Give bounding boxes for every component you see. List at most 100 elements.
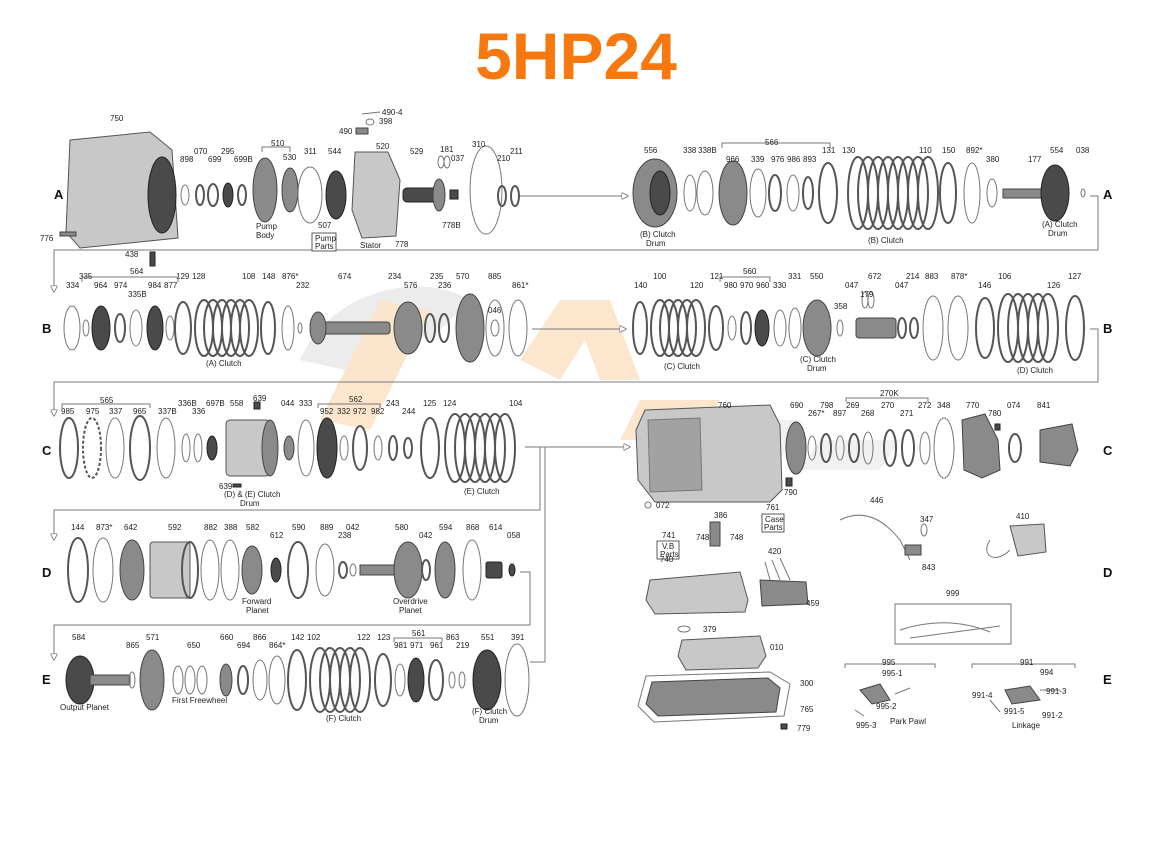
part-530: 530 [283,153,297,162]
part-980: 980 [724,281,738,290]
part-642: 642 [124,523,138,532]
row-label-e-left: E [42,672,51,687]
caption-de-clutch-drum-1: (D) & (E) Clutch [224,490,280,499]
caption-case-parts-2: Parts [764,523,783,532]
part-560: 560 [743,267,757,276]
part-843: 843 [922,563,936,572]
part-529: 529 [410,147,424,156]
part-129: 129 [176,272,190,281]
part-042b: 042 [419,531,433,540]
part-142: 142 [291,633,305,642]
part-972: 972 [353,407,367,416]
part-580: 580 [395,523,409,532]
part-123: 123 [377,633,391,642]
part-590: 590 [292,523,306,532]
pan-gasket [637,671,791,723]
part-144: 144 [71,523,85,532]
part-446: 446 [870,496,884,505]
row-label-b-right: B [1103,321,1112,336]
part-554: 554 [1050,146,1064,155]
caption-forward-planet-2: Planet [246,606,269,615]
part-047a: 047 [845,281,859,290]
row-label-d-right: D [1103,565,1112,580]
caption-first-freewheel: First Freewheel [172,696,227,705]
part-690: 690 [790,401,804,410]
part-234: 234 [388,272,402,281]
part-565: 565 [100,396,114,405]
part-271: 271 [900,409,914,418]
part-010: 010 [770,643,784,652]
oil-filter [677,635,767,671]
row-a-right-parts [632,156,1086,230]
part-558: 558 [230,399,244,408]
part-994: 994 [1040,668,1054,677]
caption-linkage: Linkage [1012,721,1041,730]
caption-vb-parts-1: V.B [662,542,674,551]
part-490-4: 490-4 [382,108,403,117]
part-332: 332 [337,407,351,416]
row-label-a-left: A [54,187,64,202]
part-179: 179 [860,290,874,299]
part-243: 243 [386,399,400,408]
part-986: 986 [787,155,801,164]
row-e-left-parts [65,643,530,717]
part-898: 898 [180,155,194,164]
part-570: 570 [456,272,470,281]
gasket [469,145,503,235]
part-131: 131 [822,146,836,155]
output-flange [1039,423,1079,467]
caption-overdrive-planet-2: Planet [399,606,422,615]
part-748b: 748 [730,533,744,542]
part-337: 337 [109,407,123,416]
part-122: 122 [357,633,371,642]
caption-d-clutch: (D) Clutch [1017,366,1053,375]
part-127: 127 [1068,272,1082,281]
stator-housing [351,151,401,239]
caption-pump-body-1: Pump [256,222,277,231]
caption-case-parts-1: Case [765,515,784,524]
part-058: 058 [507,531,521,540]
part-338b: 338B [698,146,717,155]
row-label-d-left: D [42,565,51,580]
part-410: 410 [1016,512,1030,521]
part-865: 865 [126,641,140,650]
part-124: 124 [443,399,457,408]
row-a-left-labels: 750 898 070 699 295 699B 510 530 311 544… [40,108,523,259]
part-650: 650 [187,641,201,650]
part-507: 507 [318,221,332,230]
caption-pump-body-2: Body [256,231,274,240]
part-121: 121 [710,272,724,281]
caption-vb-parts-2: Parts [660,550,679,559]
part-070: 070 [194,147,208,156]
a-clutch-drum [1040,164,1070,222]
part-780: 780 [988,409,1002,418]
row-c-left-labels: 565 985 975 337 965 337B 336B 336 697B 5… [61,394,523,491]
part-790: 790 [784,488,798,497]
part-211: 211 [510,147,523,156]
row-d-right-parts [645,513,1047,615]
part-300: 300 [800,679,814,688]
part-177: 177 [1028,155,1042,164]
row-b-left-parts [63,293,528,363]
range-sensor [1009,523,1047,557]
part-120: 120 [690,281,704,290]
part-490: 490 [339,127,353,136]
row-d-right-labels: 741 386 748 748 761 740 420 459 446 347 … [660,496,1030,608]
caption-c-clutch: (C) Clutch [664,362,700,371]
valve-body [645,571,749,615]
part-564: 564 [130,267,144,276]
flow-lines [54,196,1099,663]
part-982: 982 [371,407,385,416]
part-991-2: 991-2 [1042,711,1063,720]
caption-a-clutch-drum-1: (A) Clutch [1042,220,1078,229]
part-358: 358 [834,302,848,311]
part-592-body [149,541,191,599]
part-420: 420 [768,547,782,556]
part-310: 310 [472,140,486,149]
part-438: 438 [125,250,139,259]
e-clutch-pack [444,413,516,483]
part-697b: 697B [206,399,225,408]
part-072: 072 [656,501,670,510]
caption-park-pawl: Park Pawl [890,717,926,726]
part-699b: 699B [234,155,253,164]
